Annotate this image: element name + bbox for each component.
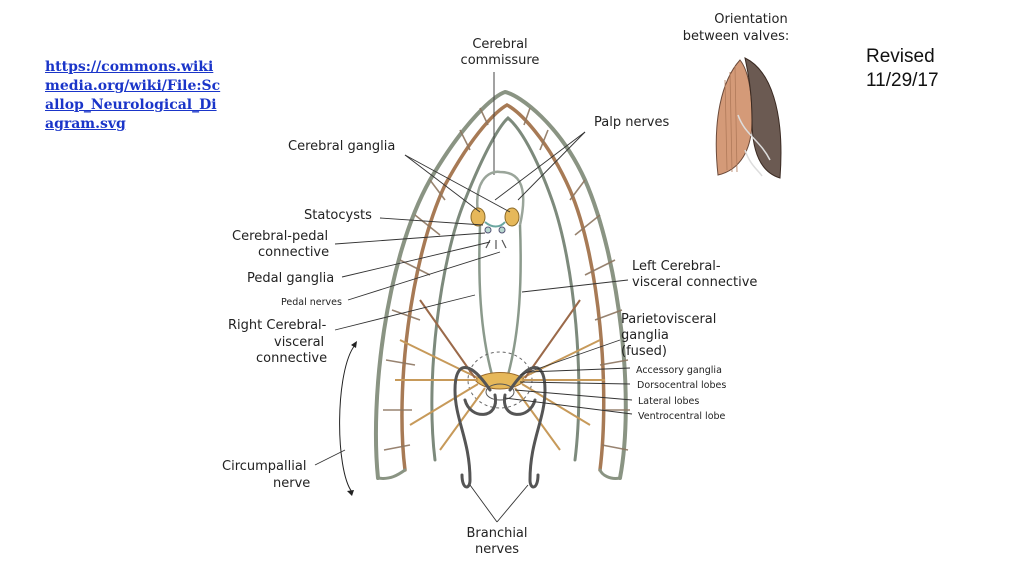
label-circumpallial-1: Circumpallial [222, 459, 306, 474]
circumpallial-arrow-icon [339, 344, 356, 493]
label-parietovisceral-1: Parietovisceral [621, 312, 716, 327]
orientation-title-line2: between valves: [683, 29, 789, 44]
label-parietovisceral-2: ganglia [621, 328, 669, 343]
label-pedal-nerves: Pedal nerves [281, 297, 342, 308]
revised-date: 11/29/17 [866, 70, 939, 91]
label-left-cv-2: visceral connective [632, 275, 757, 290]
circumpallial-nerve-outline [373, 89, 628, 480]
branchial-nerves [453, 366, 547, 489]
label-ventrocentral-lobe: Ventrocentral lobe [638, 411, 726, 422]
label-cerebral-ganglia: Cerebral ganglia [288, 139, 395, 154]
label-cerebral-commissure-2: commissure [461, 53, 540, 68]
label-lateral-lobes: Lateral lobes [638, 396, 699, 407]
orientation-inset-shell [715, 57, 782, 179]
label-cerebral-pedal-1: Cerebral-pedal [232, 229, 328, 244]
label-cerebral-commissure-1: Cerebral [472, 37, 527, 52]
label-pedal-ganglia: Pedal ganglia [247, 271, 334, 286]
label-accessory-ganglia: Accessory ganglia [636, 365, 722, 376]
label-parietovisceral-3: (fused) [621, 344, 667, 359]
label-pointers [314, 131, 633, 523]
source-link[interactable]: https://commons.wikimedia.org/wiki/File:… [45, 59, 221, 132]
label-circumpallial-2: nerve [273, 476, 310, 491]
label-left-cv-1: Left Cerebral- [632, 259, 721, 274]
label-branchial-1: Branchial [466, 526, 527, 541]
arrowhead-top-icon [351, 341, 357, 348]
label-right-cv-1: Right Cerebral- [228, 318, 327, 333]
revised-note: Revised 11/29/17 [866, 45, 939, 93]
mantle-nerve-branches [383, 107, 630, 451]
cerebral-ganglia [470, 207, 520, 249]
cerebral-visceral-connectives [476, 170, 525, 376]
label-dorsocentral-lobes: Dorsocentral lobes [637, 380, 726, 391]
label-branchial-2: nerves [475, 542, 519, 557]
label-statocysts: Statocysts [304, 208, 372, 223]
arrowhead-bottom-icon [347, 490, 354, 496]
revised-label: Revised [866, 46, 935, 67]
label-right-cv-3: connective [256, 351, 327, 366]
label-palp-nerves: Palp nerves [594, 115, 669, 130]
orientation-title-line1: Orientation [714, 12, 787, 27]
radiating-nerves [395, 299, 605, 451]
label-cerebral-pedal-2: connective [258, 245, 329, 260]
label-right-cv-2: visceral [274, 335, 324, 350]
